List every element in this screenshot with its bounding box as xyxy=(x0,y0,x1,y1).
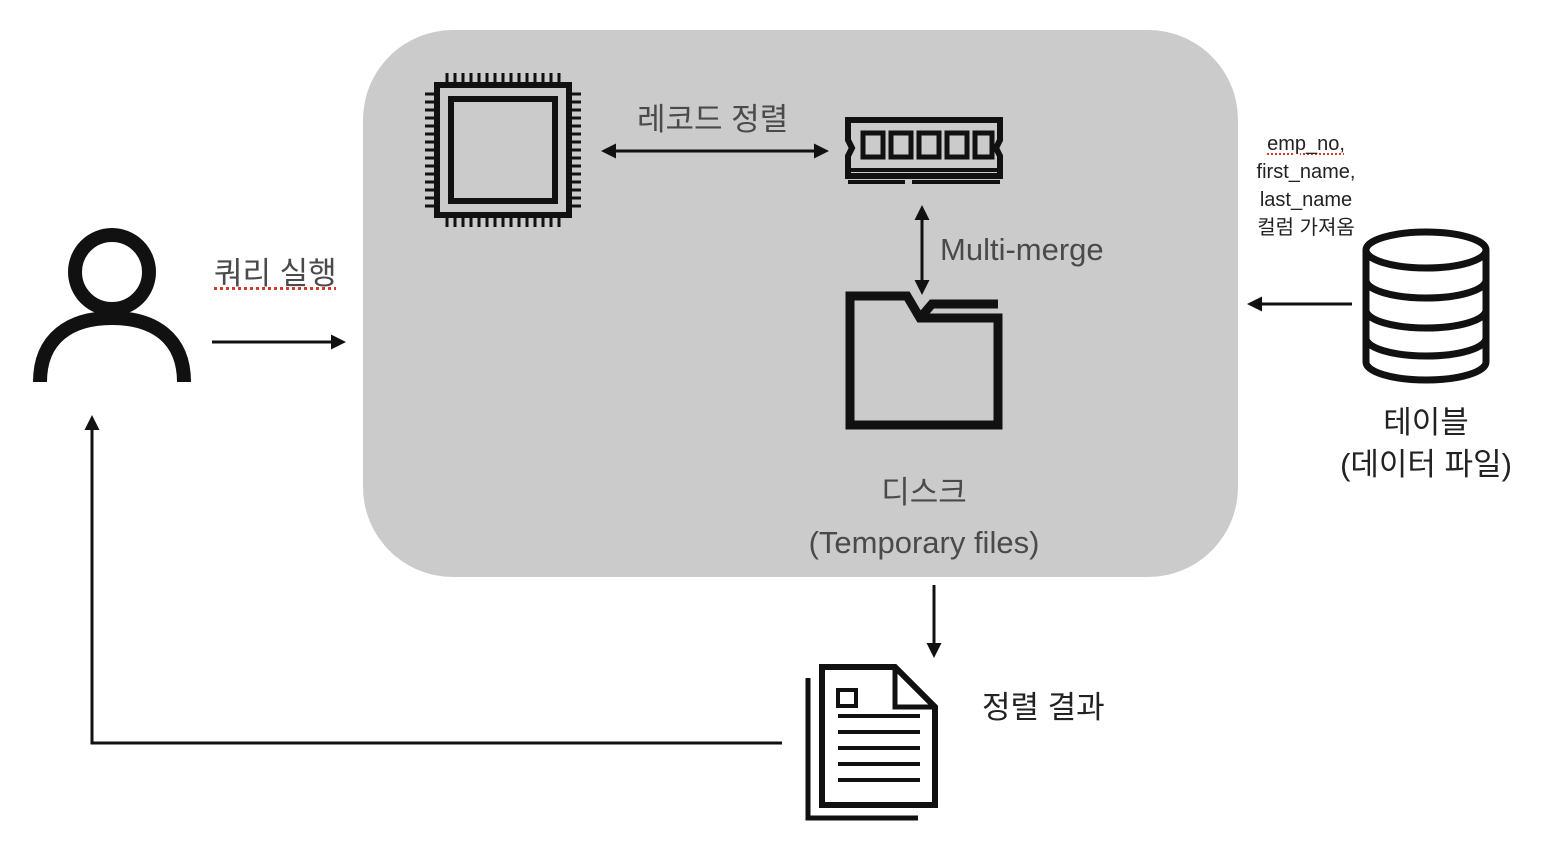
columns-line4: 컬럼 가져옴 xyxy=(1257,217,1355,239)
disk-label-line1: 디스크 xyxy=(881,475,967,510)
columns-line3: last_name xyxy=(1259,189,1353,211)
database-icon xyxy=(1362,228,1490,384)
processing-panel xyxy=(363,30,1238,577)
table-label: 테이블 (데이터 파일) xyxy=(1326,402,1526,486)
cpu-chip-icon xyxy=(425,73,581,227)
columns-line2: first_name, xyxy=(1256,161,1356,183)
sort-result-label: 정렬 결과 xyxy=(982,690,1105,725)
return-arrow xyxy=(84,415,782,745)
documents-icon xyxy=(805,664,938,821)
disk-label: 디스크 (Temporary files) xyxy=(794,468,1054,568)
fetched-columns-label: emp_no, first_name, last_name 컬럼 가져옴 xyxy=(1236,130,1376,242)
memory-ram-icon xyxy=(845,117,1003,184)
table-label-line2: (데이터 파일) xyxy=(1340,447,1512,482)
disk-label-line2: (Temporary files) xyxy=(808,525,1040,560)
columns-line1: emp_no, xyxy=(1267,133,1345,155)
user-icon xyxy=(33,228,191,383)
table-label-line1: 테이블 xyxy=(1383,405,1469,440)
multi-merge-label: Multi-merge xyxy=(940,232,1104,267)
folder-icon xyxy=(845,291,1003,430)
query-run-label: 쿼리 실행 xyxy=(214,256,337,291)
record-sort-label: 레코드 정렬 xyxy=(637,102,789,137)
